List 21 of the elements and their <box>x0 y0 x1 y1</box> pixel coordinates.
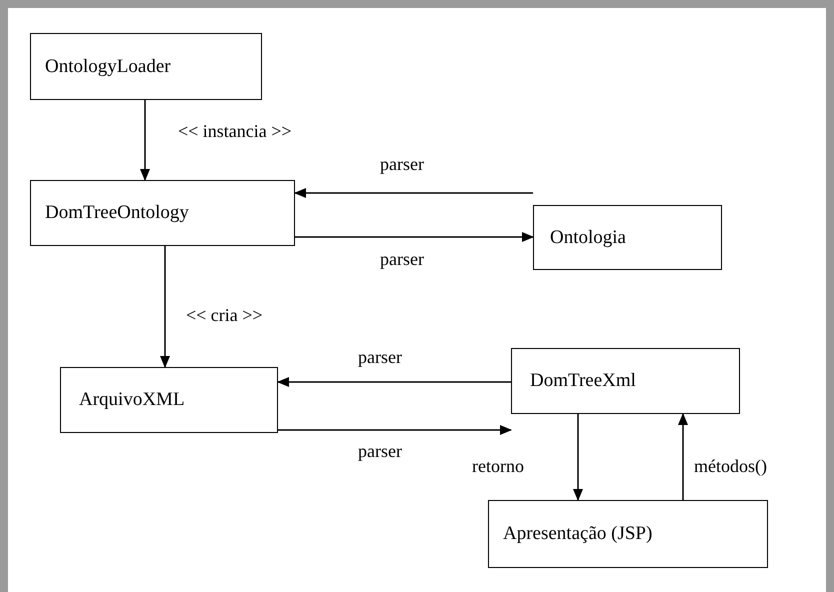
class-name: Ontologia <box>550 226 626 248</box>
class-name: DomTreeXml <box>530 370 636 392</box>
class-name: OntologyLoader <box>45 56 171 78</box>
class-box <box>533 205 722 270</box>
class-name: ArquivoXML <box>79 389 185 411</box>
arrow <box>295 232 534 242</box>
arrow <box>278 425 512 435</box>
arrow <box>573 414 583 501</box>
arrow <box>294 188 533 198</box>
arrow <box>678 413 688 500</box>
class-name: DomTreeOntology <box>45 202 189 224</box>
class-name: Apresentação (JSP) <box>503 523 652 545</box>
class-box <box>30 33 262 100</box>
class-box <box>511 348 740 414</box>
class-box <box>488 500 768 568</box>
edge-label: métodos() <box>692 457 769 477</box>
arrow <box>140 100 150 181</box>
class-box <box>60 367 278 433</box>
class-box <box>30 180 295 246</box>
arrow <box>277 377 511 387</box>
arrow <box>160 246 170 368</box>
